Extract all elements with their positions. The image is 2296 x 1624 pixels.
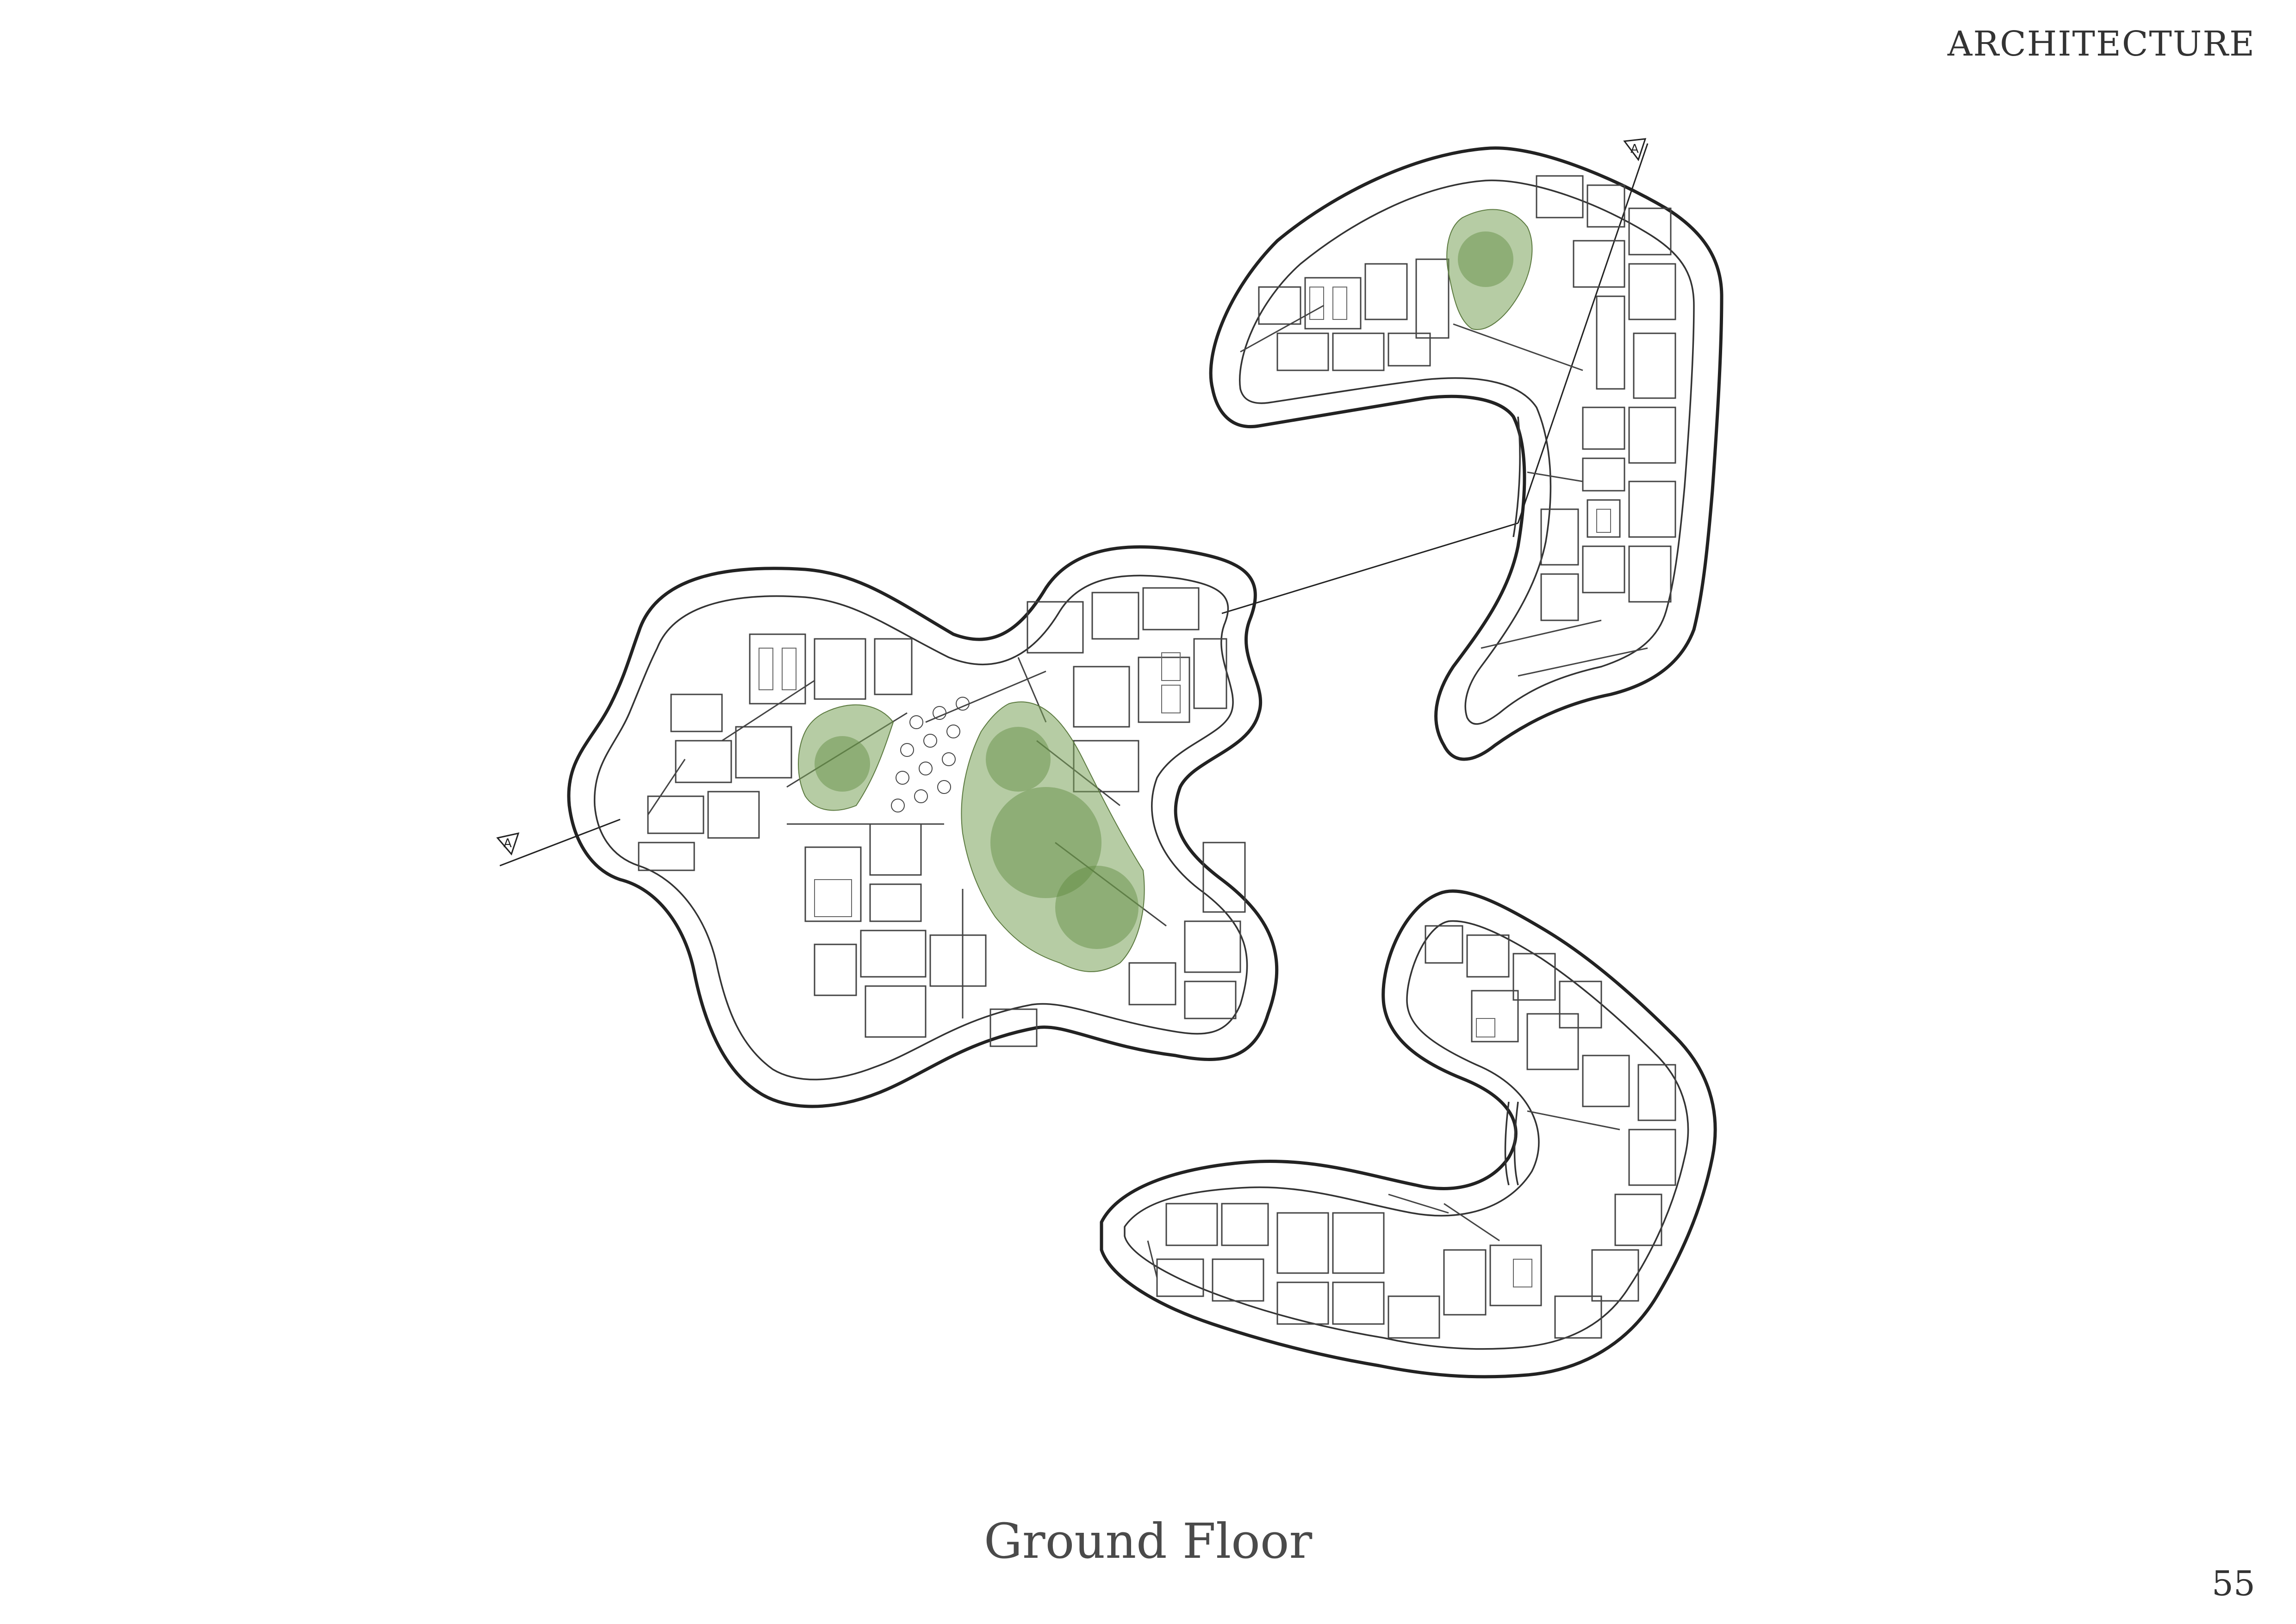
section-marker-west-icon <box>496 832 520 856</box>
central-building <box>567 545 1279 1108</box>
southeast-rooms <box>1147 925 1676 1339</box>
section-marker-north-label: A <box>1630 142 1639 156</box>
section-marker-west-label: A <box>504 837 512 850</box>
dining-area <box>891 697 970 812</box>
central-rooms <box>638 587 1246 1047</box>
page-number: 55 <box>2211 1564 2255 1604</box>
southeast-building <box>1100 889 1717 1379</box>
courtyard-tree-small <box>798 704 894 811</box>
connector-walkways <box>1504 416 1521 1186</box>
drawing-title: Ground Floor <box>983 1513 1313 1569</box>
section-marker-north-icon <box>1623 138 1647 162</box>
courtyard-tree-large <box>961 701 1145 972</box>
section-label: ARCHITECTURE <box>1948 24 2255 64</box>
north-building <box>1209 146 1724 761</box>
north-rooms <box>1240 175 1676 677</box>
north-courtyard-tree <box>1446 209 1533 330</box>
section-cut-line: A A <box>496 138 1649 867</box>
